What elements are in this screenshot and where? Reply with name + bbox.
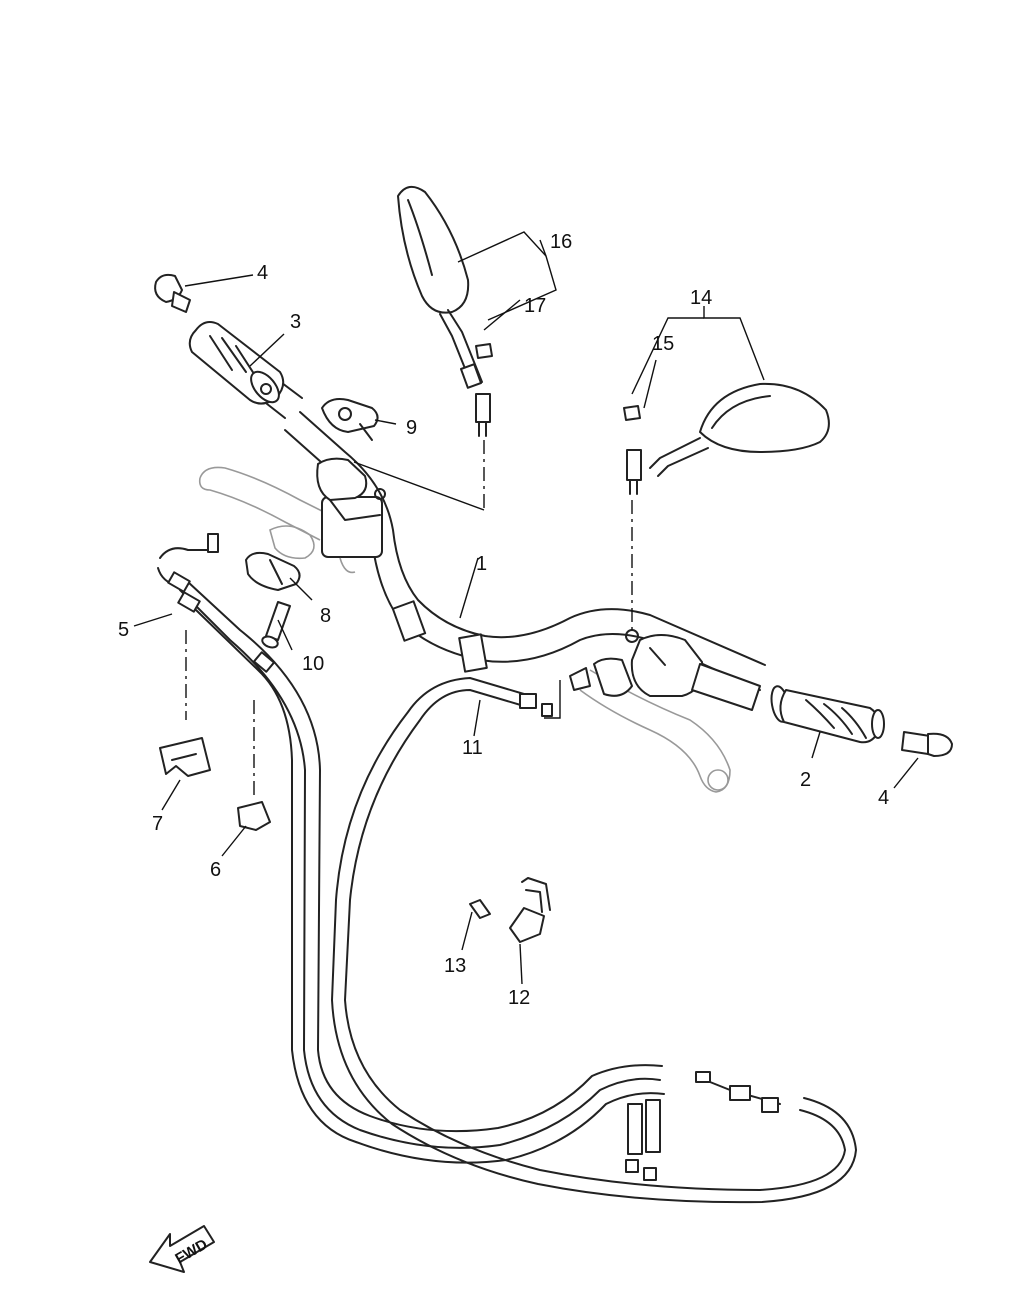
part-labels: 1 2 3 4 4 5 6 7 8 9 10 11 12 13 14 15 16… xyxy=(118,231,889,1009)
label-part-16: 16 xyxy=(550,231,572,253)
label-part-10: 10 xyxy=(302,653,324,675)
left-grip xyxy=(188,321,285,405)
leader-lines xyxy=(133,231,919,985)
label-part-4-left: 4 xyxy=(257,262,268,284)
left-mirror-nut xyxy=(475,343,493,359)
label-part-1: 1 xyxy=(476,553,487,575)
throttle-tube xyxy=(691,663,761,711)
assembly-lines xyxy=(185,440,633,800)
right-bar-end-weight xyxy=(901,731,953,757)
brake-lever-assembly xyxy=(569,629,731,793)
label-part-17: 17 xyxy=(524,295,546,317)
label-part-15: 15 xyxy=(652,333,674,355)
clutch-lever-assembly xyxy=(198,457,386,574)
right-mirror-nut xyxy=(623,405,641,421)
right-rear-view-mirror xyxy=(626,382,830,495)
label-part-12: 12 xyxy=(508,987,530,1009)
left-bar-end-weight xyxy=(154,273,191,313)
bracket xyxy=(509,877,551,943)
label-part-3: 3 xyxy=(290,311,301,333)
cable-clamp-6 xyxy=(237,801,271,831)
cable-guide-7 xyxy=(159,737,211,777)
mirror-holder-clamp xyxy=(321,398,379,441)
bracket-bolt xyxy=(469,899,491,919)
label-part-9: 9 xyxy=(406,417,417,439)
label-part-11: 11 xyxy=(462,737,483,759)
label-part-5: 5 xyxy=(118,619,129,641)
lever-holder xyxy=(245,551,301,591)
label-part-4-right: 4 xyxy=(878,787,889,809)
label-part-2: 2 xyxy=(800,769,811,791)
label-part-13: 13 xyxy=(444,955,466,977)
holder-bolt xyxy=(261,601,291,649)
label-part-14: 14 xyxy=(690,287,712,309)
label-part-7: 7 xyxy=(152,813,163,835)
left-rear-view-mirror xyxy=(397,185,491,437)
clutch-cable xyxy=(331,677,857,1204)
right-grip xyxy=(770,685,885,744)
throttle-cable xyxy=(157,533,665,1181)
handlebar xyxy=(284,411,766,691)
label-part-6: 6 xyxy=(210,859,221,881)
forward-direction-arrow: FWD xyxy=(149,1225,215,1273)
label-part-8: 8 xyxy=(320,605,331,627)
